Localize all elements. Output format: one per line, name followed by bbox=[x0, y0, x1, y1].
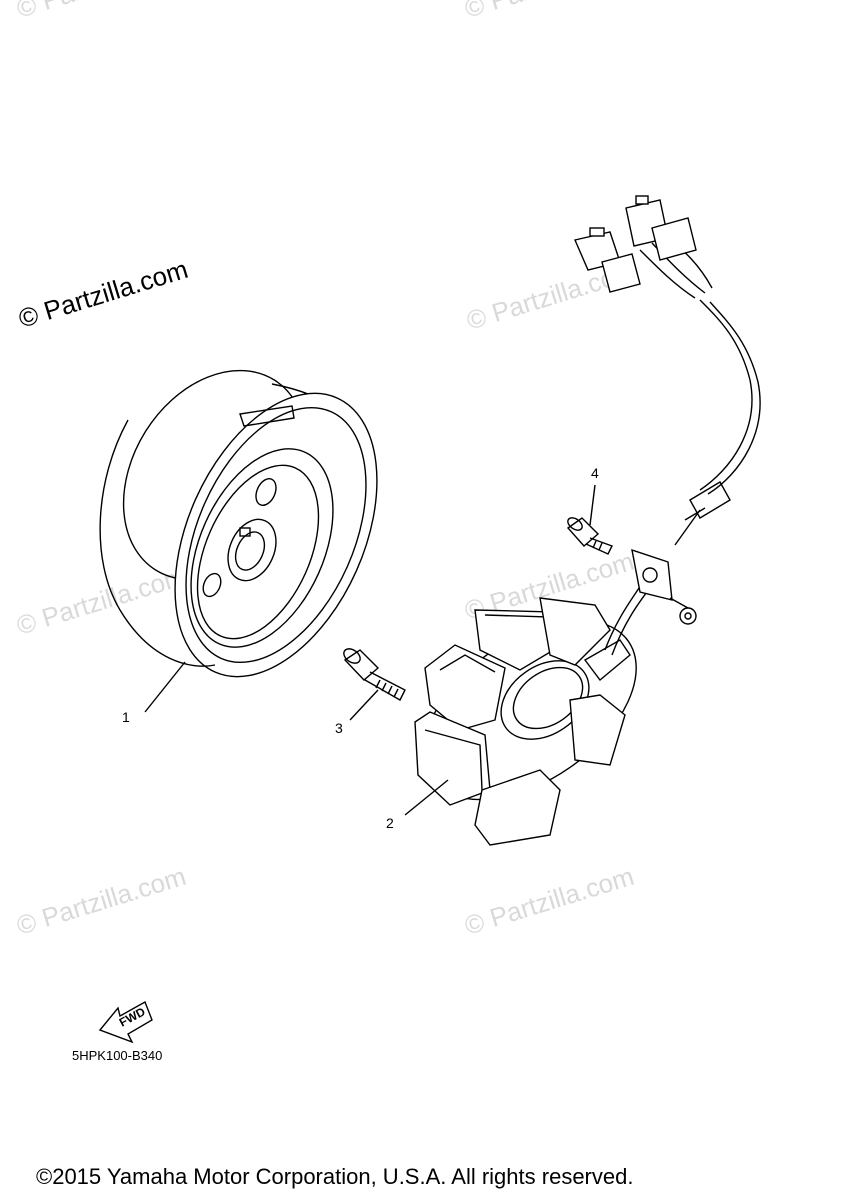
bolt-3 bbox=[343, 648, 406, 701]
wire-connectors bbox=[574, 195, 697, 293]
callout-4: 4 bbox=[591, 465, 599, 481]
watermark-faint-5: © Partzilla.com bbox=[461, 861, 637, 941]
bolt-4 bbox=[566, 517, 613, 555]
fwd-arrow-icon: FWD bbox=[98, 1000, 153, 1044]
rotor-flywheel bbox=[99, 369, 378, 678]
diagram-code: 5HPK100-B340 bbox=[72, 1048, 162, 1063]
leader-lines bbox=[144, 484, 596, 816]
watermark-faint-4: © Partzilla.com bbox=[13, 861, 189, 941]
watermark-faint-6: © Partzilla.com bbox=[13, 0, 189, 24]
watermark-faint-7: © Partzilla.com bbox=[461, 0, 637, 24]
callout-1: 1 bbox=[122, 709, 130, 725]
callout-3: 3 bbox=[335, 720, 343, 736]
stator-assembly bbox=[414, 231, 761, 846]
callout-2: 2 bbox=[386, 815, 394, 831]
watermark-faint-2: © Partzilla.com bbox=[13, 561, 189, 641]
copyright-footer: ©2015 Yamaha Motor Corporation, U.S.A. A… bbox=[36, 1164, 633, 1189]
watermark-main: © Partzilla.com bbox=[15, 254, 191, 334]
